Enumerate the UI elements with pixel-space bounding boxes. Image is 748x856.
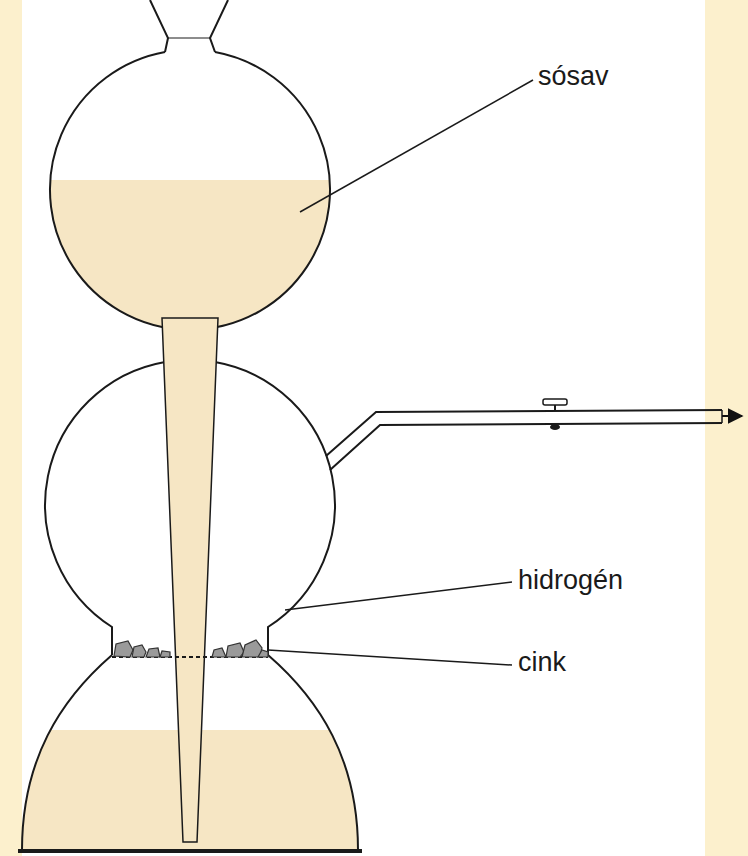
ground bbox=[22, 0, 705, 856]
flow-arrow bbox=[722, 415, 742, 417]
funnel-rim bbox=[168, 38, 210, 39]
base bbox=[18, 849, 362, 853]
acid-top bbox=[40, 180, 340, 340]
leader-line bbox=[268, 650, 512, 665]
part-label: hidrogén bbox=[518, 566, 623, 596]
stopcock bbox=[543, 399, 567, 430]
part-label: sósav bbox=[538, 62, 609, 92]
leader-line bbox=[300, 80, 533, 212]
zinc-pieces bbox=[114, 640, 268, 657]
stem-tube bbox=[162, 318, 218, 842]
leader-line bbox=[285, 582, 512, 610]
outlet-tube bbox=[326, 410, 722, 456]
outlet-tube bbox=[330, 423, 722, 470]
top-bulb bbox=[50, 52, 330, 330]
funnel-neck bbox=[150, 0, 228, 52]
part-label: cink bbox=[518, 648, 566, 678]
